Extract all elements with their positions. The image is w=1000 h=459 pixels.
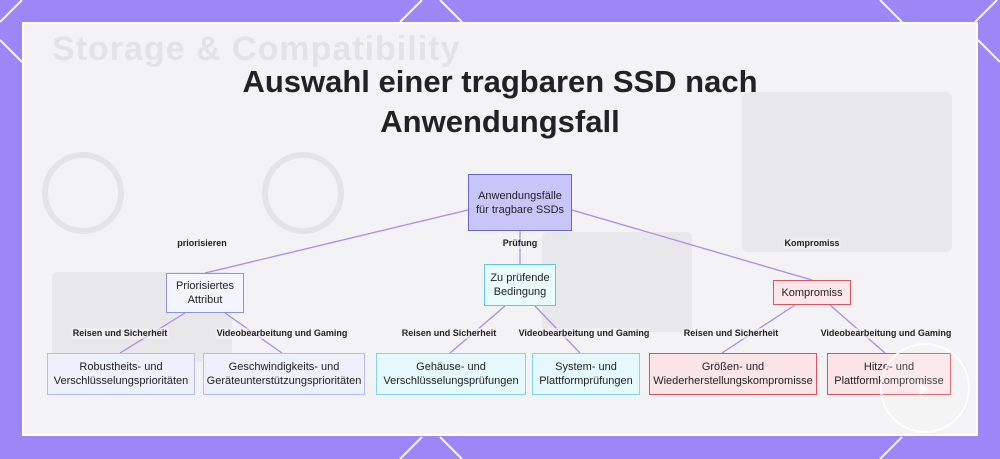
leaf-gehaeuse: Gehäuse- und Verschlüsselungsprüfungen [376, 353, 526, 395]
edge-label-video: Videobearbeitung und Gaming [517, 328, 651, 339]
node-root: Anwendungsfälle für tragbare SSDs [468, 174, 572, 231]
node-priorisiertes-attribut: Priorisiertes Attribut [166, 273, 244, 313]
diagram-title-line-2: Anwendungsfall [380, 104, 620, 139]
edge-label-travel: Reisen und Sicherheit [71, 328, 169, 339]
overlay-badge[interactable]: ▶ [880, 343, 970, 433]
edge-root-attr [204, 209, 469, 274]
play-icon: ▶ [919, 379, 931, 396]
node-kompromiss: Kompromiss [773, 280, 851, 305]
background-ghost-text: Storage & Compatibility [52, 30, 461, 68]
edge-label-travel: Reisen und Sicherheit [682, 328, 780, 339]
diagram-title-line-1: Auswahl einer tragbaren SSD nach [242, 64, 758, 99]
edge-label-priorisieren: priorisieren [176, 238, 228, 249]
edge-label-pruefung: Prüfung [501, 238, 539, 249]
edge-root-comp [571, 209, 813, 281]
background-ghost-block [742, 92, 952, 252]
node-zu-pruefende-bedingung: Zu prüfende Bedingung [484, 264, 556, 306]
background-ghost-block [542, 232, 692, 332]
edge-label-travel: Reisen und Sicherheit [400, 328, 498, 339]
leaf-robustheit: Robustheits- und Verschlüsselungspriorit… [47, 353, 195, 395]
leaf-system: System- und Plattformprüfungen [532, 353, 640, 395]
background-ghost-circle [42, 152, 124, 234]
edge-label-kompromiss: Kompromiss [783, 238, 841, 249]
edge-label-video: Videobearbeitung und Gaming [215, 328, 349, 339]
leaf-groessen: Größen- und Wiederherstellungskompromiss… [649, 353, 817, 395]
edge-label-video: Videobearbeitung und Gaming [819, 328, 953, 339]
leaf-geschwindigkeit: Geschwindigkeits- und Geräteunterstützun… [203, 353, 365, 395]
background-ghost-circle [262, 152, 344, 234]
